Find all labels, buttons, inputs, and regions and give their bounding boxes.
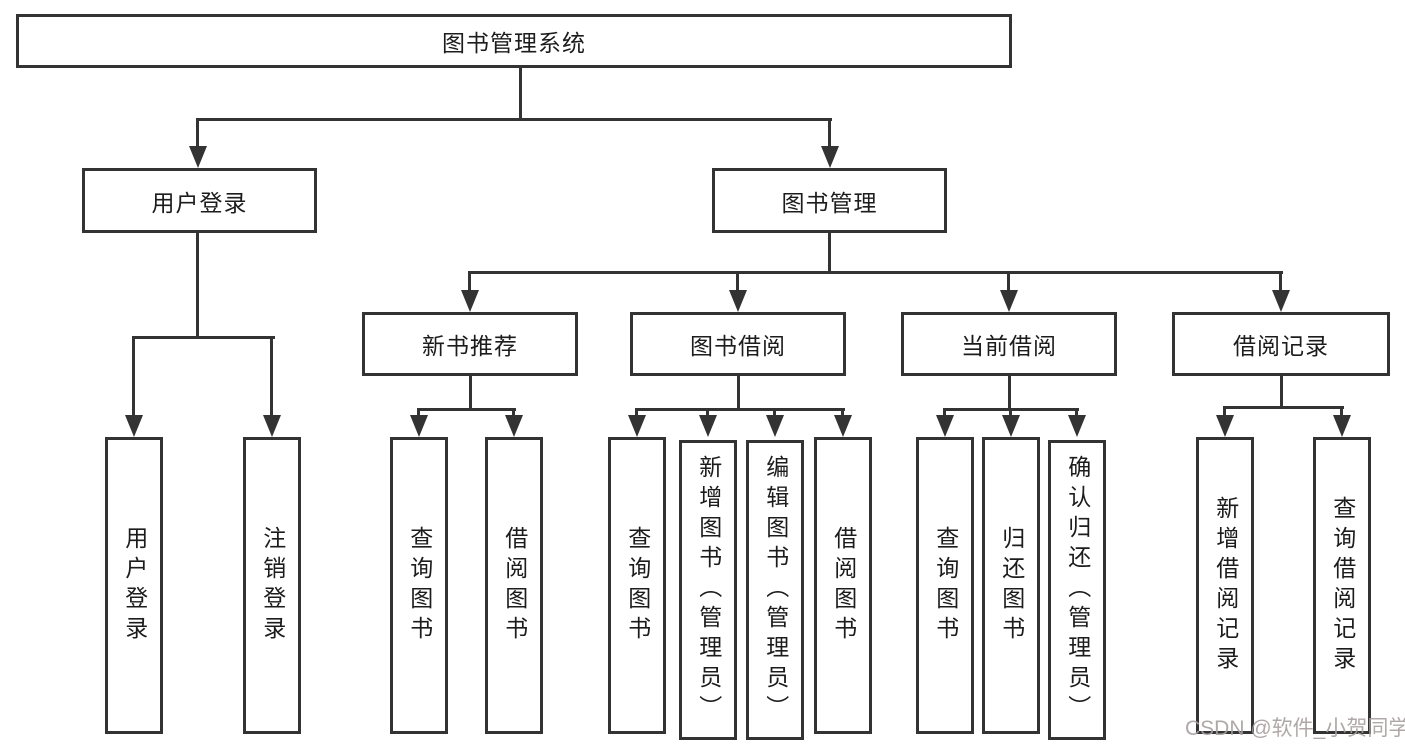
leaf-recommend-borrow-book: 借阅图书: [485, 437, 543, 734]
connector-line: [1223, 406, 1226, 420]
node-book-management: 图书管理: [712, 168, 947, 233]
connector-line: [773, 408, 776, 420]
arrowhead-icon: [1216, 415, 1234, 437]
node-book-borrow: 图书借阅: [630, 312, 846, 376]
node-new-book-recommend: 新书推荐: [362, 312, 578, 376]
leaf-records-add-record: 新增借阅记录: [1196, 437, 1254, 734]
csdn-watermark: CSDN @软件_小贺同学: [1185, 717, 1405, 740]
connector-line: [512, 408, 515, 420]
connector-line: [1223, 406, 1344, 409]
leaf-borrow-borrow-book: 借阅图书: [814, 437, 872, 734]
arrowhead-icon: [125, 415, 143, 437]
arrowhead-icon: [628, 415, 646, 437]
connector-line: [468, 271, 471, 292]
arrowhead-icon: [461, 290, 479, 312]
arrowhead-icon: [1068, 415, 1086, 437]
connector-line: [1280, 376, 1283, 408]
connector-line: [1008, 376, 1011, 410]
connector-line: [197, 118, 832, 121]
arrowhead-icon: [834, 415, 852, 437]
connector-line: [737, 376, 740, 410]
arrowhead-icon: [936, 415, 954, 437]
connector-line: [1279, 271, 1282, 292]
arrowhead-icon: [699, 415, 717, 437]
connector-line: [417, 408, 420, 420]
connector-line: [519, 68, 522, 121]
connector-line: [1075, 408, 1078, 420]
connector-line: [1007, 271, 1010, 292]
arrowhead-icon: [766, 415, 784, 437]
node-root: 图书管理系统: [16, 14, 1012, 68]
arrowhead-icon: [410, 415, 428, 437]
connector-line: [1340, 406, 1343, 420]
arrowhead-icon: [1272, 290, 1290, 312]
arrowhead-icon: [505, 415, 523, 437]
node-user-login: 用户登录: [82, 168, 317, 233]
arrowhead-icon: [189, 146, 207, 168]
connector-line: [736, 271, 739, 292]
connector-line: [841, 408, 844, 420]
connector-line: [270, 336, 273, 420]
connector-line: [635, 408, 638, 420]
leaf-borrow-add-book-admin: 新增图书（管理员）: [679, 440, 737, 740]
arrowhead-icon: [1333, 415, 1351, 437]
leaf-borrow-edit-book-admin: 编辑图书（管理员）: [746, 440, 804, 740]
connector-line: [1009, 408, 1012, 420]
arrowhead-icon: [1002, 415, 1020, 437]
leaf-logout: 注销登录: [243, 437, 301, 734]
node-current-borrow: 当前借阅: [901, 312, 1117, 376]
leaf-user-login: 用户登录: [105, 437, 163, 734]
arrowhead-icon: [1000, 290, 1018, 312]
connector-line: [132, 336, 275, 339]
leaf-recommend-query-book: 查询图书: [390, 437, 448, 734]
connector-line: [635, 408, 845, 411]
connector-line: [468, 271, 1283, 274]
connector-line: [828, 118, 831, 148]
connector-line: [943, 408, 946, 420]
leaf-current-return-book: 归还图书: [982, 437, 1040, 734]
connector-line: [132, 336, 135, 420]
connector-line: [196, 233, 199, 337]
connector-line: [828, 233, 831, 273]
arrowhead-icon: [263, 415, 281, 437]
leaf-current-query-book: 查询图书: [916, 437, 974, 734]
leaf-borrow-query-book: 查询图书: [608, 437, 666, 734]
leaf-records-query-record: 查询借阅记录: [1313, 437, 1371, 734]
connector-line: [469, 376, 472, 410]
leaf-current-confirm-return-admin: 确认归还（管理员）: [1048, 440, 1106, 740]
connector-line: [196, 118, 199, 148]
arrowhead-icon: [821, 146, 839, 168]
node-borrow-records: 借阅记录: [1172, 312, 1390, 376]
connector-line: [417, 408, 516, 411]
connector-line: [706, 408, 709, 420]
arrowhead-icon: [729, 290, 747, 312]
